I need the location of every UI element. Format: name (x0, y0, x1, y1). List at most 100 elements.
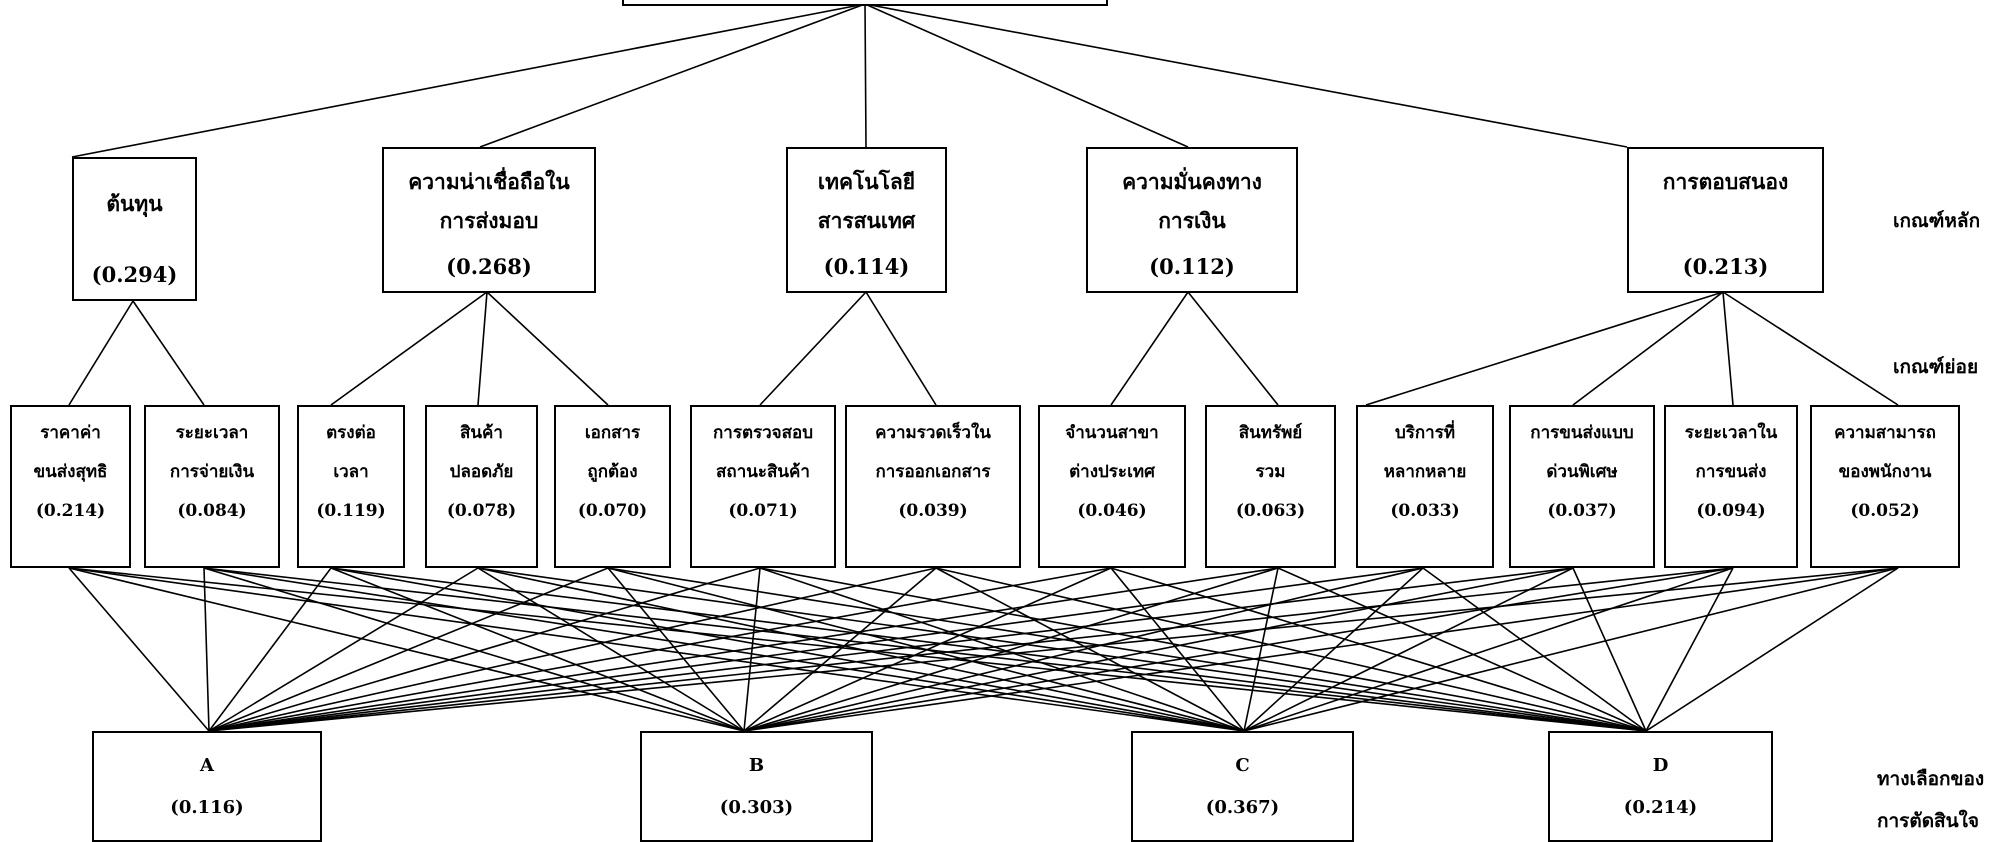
sub-to-alternative-connector (330, 567, 745, 732)
sub-to-alternative-connector (208, 567, 1279, 732)
goal-to-main-connector (71, 3, 866, 158)
main-to-sub-connector (330, 291, 488, 406)
sub-criterion-label: ขนส่งสุทธิ (33, 462, 108, 482)
alternative-weight: (0.116) (170, 796, 244, 818)
sub-criterion-label: ต่างประเทศ (1069, 462, 1155, 482)
main-to-sub-connector (132, 300, 205, 406)
sub-to-alternative-connector (330, 567, 1647, 732)
sub-criterion-label: ปลอดภัย (449, 462, 514, 482)
alternative-b: B (0.303) (640, 731, 873, 842)
sub-to-alternative-connector (208, 567, 1734, 732)
sub-to-alternative-connector (743, 567, 1279, 732)
sub-to-alternative-connector (208, 567, 761, 732)
goal-to-main-connector (864, 3, 1628, 148)
sub-to-alternative-connector (208, 567, 1574, 732)
sub-criterion-label: การตรวจสอบ (712, 423, 814, 443)
sub-criterion-label: เวลา (333, 462, 369, 482)
alternative-weight: (0.303) (719, 796, 794, 818)
sub-to-alternative-connector (1645, 567, 1734, 732)
main-criterion-label: ความมั่นคงทาง (1122, 169, 1262, 194)
sub-criterion-weight: (0.052) (1850, 501, 1920, 521)
sub-criterion-label: เอกสาร (584, 423, 641, 443)
sub-to-alternative-connector (477, 567, 1647, 732)
main-criterion-label: สารสนเทศ (817, 208, 916, 233)
main-criterion-response: การตอบสนอง (0.213) (1627, 147, 1824, 293)
sub-criterion-weight: (0.046) (1077, 501, 1147, 521)
sub-to-alternative-connector (477, 567, 1245, 732)
sub-to-alternative-connector (1572, 567, 1647, 732)
sub-to-alternative-connector (1243, 567, 1899, 732)
sub-to-alternative-connector (759, 567, 1647, 732)
sub-criterion-payment-period: ระยะเวลา การจ่ายเงิน (0.084) (144, 405, 280, 568)
sub-to-alternative-connector (203, 567, 745, 732)
sub-to-alternative-connector (743, 567, 761, 732)
alternative-a: A (0.116) (92, 731, 322, 842)
sub-criterion-goods-safety: สินค้า ปลอดภัย (0.078) (425, 405, 538, 568)
alternative-weight: (0.367) (1205, 796, 1280, 818)
sub-to-alternative-connector (935, 567, 1647, 732)
main-criterion-reliability: ความน่าเชื่อถือใน การส่งมอบ (0.268) (382, 147, 596, 293)
sub-to-alternative-connector (1110, 567, 1245, 732)
main-to-sub-connector (68, 300, 134, 406)
sub-criterion-label: การขนส่ง (1695, 462, 1767, 482)
sub-criterion-label: บริการที่ (1394, 423, 1456, 443)
sub-to-alternative-connector (743, 567, 1574, 732)
main-to-sub-connector (486, 291, 609, 406)
goal-to-main-connector (864, 3, 1189, 148)
alternative-label: B (748, 754, 765, 776)
main-criterion-finance: ความมั่นคงทาง การเงิน (0.112) (1086, 147, 1298, 293)
sub-to-alternative-connector (743, 567, 937, 732)
main-criterion-weight: (0.112) (1149, 254, 1235, 279)
sub-to-alternative-connector (743, 567, 1734, 732)
sub-criteria-level-label: เกณฑ์ย่อย (1893, 356, 1979, 378)
alternative-label: A (200, 754, 214, 776)
alternatives-level-label-line1: ทางเลือกของ (1877, 768, 1985, 790)
sub-criterion-label: ระยะเวลาใน (1684, 423, 1778, 443)
goal-to-main-connector (479, 3, 866, 148)
alternatives-level-label-line2: การตัดสินใจ (1877, 810, 1980, 832)
main-criterion-weight: (0.213) (1682, 254, 1769, 279)
alternative-label: D (1652, 754, 1669, 776)
sub-criterion-label: การขนส่งแบบ (1530, 423, 1634, 443)
sub-criterion-label: ถูกต้อง (587, 462, 638, 482)
sub-criterion-staff-capability: ความสามารถ ของพนักงาน (0.052) (1810, 405, 1960, 568)
sub-criterion-weight: (0.033) (1390, 501, 1460, 521)
main-to-sub-connector (477, 291, 488, 406)
sub-criterion-overseas-branches: จำนวนสาขา ต่างประเทศ (0.046) (1038, 405, 1186, 568)
sub-criterion-on-time: ตรงต่อ เวลา (0.119) (297, 405, 405, 568)
main-criterion-label: ความน่าเชื่อถือใน (408, 169, 570, 194)
sub-criterion-net-freight-price: ราคาค่า ขนส่งสุทธิ (0.214) (10, 405, 131, 568)
sub-to-alternative-connector (203, 567, 1245, 732)
sub-criterion-weight: (0.078) (446, 501, 517, 521)
sub-criterion-weight: (0.063) (1235, 501, 1306, 521)
alternative-c: C (0.367) (1131, 731, 1354, 842)
sub-criterion-weight: (0.084) (177, 501, 247, 521)
sub-to-alternative-connector (607, 567, 1647, 732)
sub-criterion-weight: (0.037) (1547, 501, 1617, 521)
sub-criterion-weight: (0.214) (35, 501, 106, 521)
main-criterion-weight: (0.294) (91, 262, 178, 287)
sub-criterion-label: สินค้า (460, 423, 503, 443)
sub-to-alternative-connector (743, 567, 1424, 732)
sub-criterion-document-speed: ความรวดเร็วใน การออกเอกสาร (0.039) (845, 405, 1021, 568)
main-criterion-cost: ต้นทุน (0.294) (72, 157, 197, 301)
sub-to-alternative-connector (1110, 567, 1647, 732)
sub-criterion-label: ความรวดเร็วใน (875, 423, 991, 443)
sub-to-alternative-connector (743, 567, 1899, 732)
main-to-sub-connector (759, 291, 867, 406)
main-criterion-label: เทคโนโลยี (817, 169, 916, 194)
sub-criterion-label: การจ่ายเงิน (169, 462, 255, 482)
sub-criterion-total-assets: สินทรัพย์ รวม (0.063) (1205, 405, 1336, 568)
sub-to-alternative-connector (208, 567, 1424, 732)
sub-criterion-label: การออกเอกสาร (875, 462, 991, 482)
sub-criterion-document-accuracy: เอกสาร ถูกต้อง (0.070) (554, 405, 671, 568)
sub-criterion-label: ระยะเวลา (175, 423, 249, 443)
main-to-sub-connector (1110, 291, 1189, 406)
sub-to-alternative-connector (743, 567, 1112, 732)
sub-to-alternative-connector (208, 567, 609, 732)
sub-to-alternative-connector (759, 567, 1245, 732)
sub-to-alternative-connector (208, 567, 937, 732)
main-criterion-label: การตอบสนอง (1662, 169, 1789, 194)
